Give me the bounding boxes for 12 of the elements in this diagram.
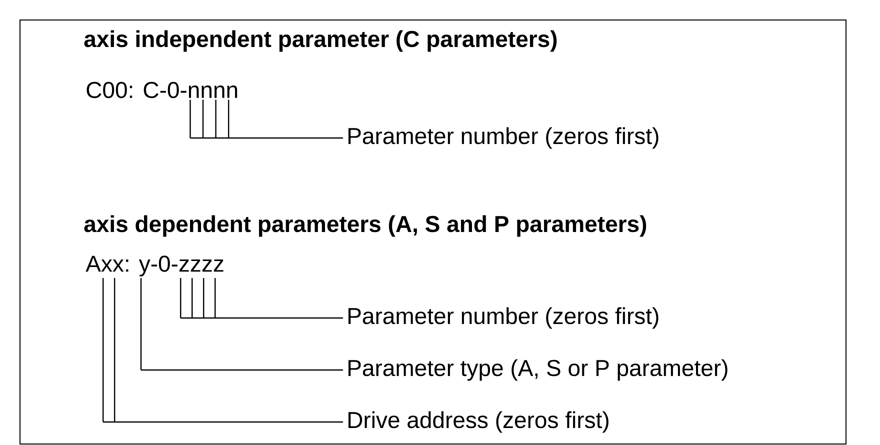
parameter-code: C00: C-0-nnnn — [86, 82, 238, 98]
section-heading: axis independent parameter (C parameters) — [84, 30, 557, 52]
leader-line — [180, 277, 344, 319]
parameter-code: Axx: y-0-zzzz — [86, 256, 224, 276]
description-text: Parameter type (A, S or P parameter) — [348, 359, 728, 381]
section-heading: axis dependent parameters (A, S and P parameters) — [84, 215, 646, 237]
description-text: Parameter number (zeros first) — [348, 127, 658, 149]
leader-line — [102, 277, 344, 423]
description-text: Parameter number (zeros first) — [348, 307, 658, 329]
description-text: Drive address (zeros first) — [348, 411, 608, 433]
leader-line — [140, 277, 344, 371]
leader-line — [190, 99, 344, 139]
